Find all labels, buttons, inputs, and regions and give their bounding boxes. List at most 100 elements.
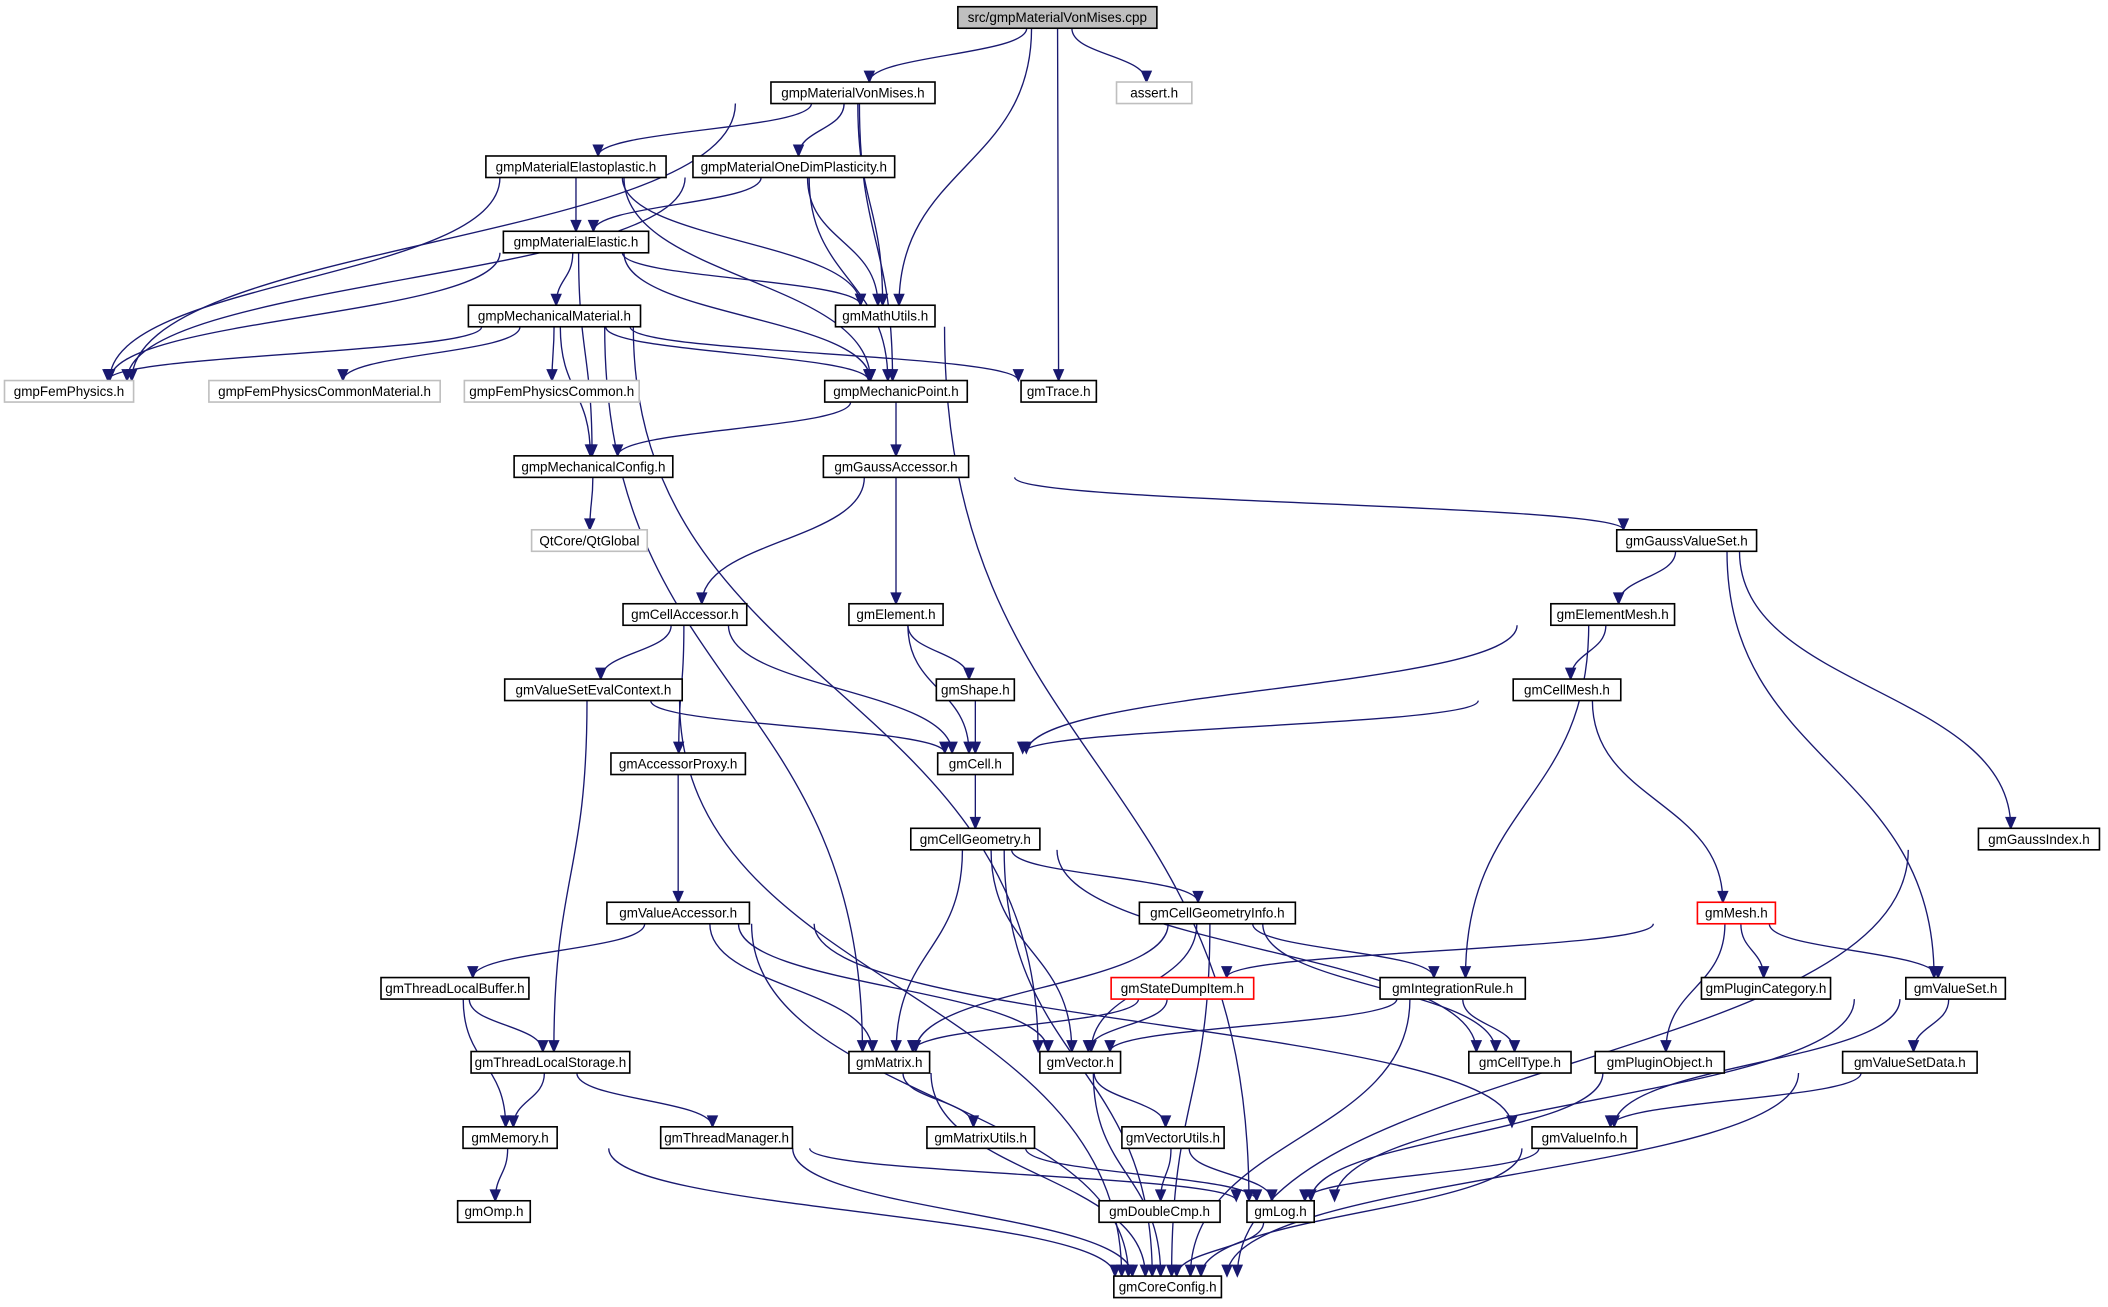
node-gmtrace-h[interactable]: gmTrace.h: [1020, 379, 1098, 403]
arrowhead-icon: [537, 1040, 549, 1054]
edge-gmpmechanicalmaterial-h-to-gmtrace-h: [629, 326, 1020, 381]
node-gmpmechanicalconfig-h[interactable]: gmpMechanicalConfig.h: [513, 455, 674, 479]
node-gmpmaterialonedimplasticity-h[interactable]: gmpMaterialOneDimPlasticity.h: [692, 155, 896, 179]
arrowhead-icon: [863, 70, 876, 84]
node-box: [456, 1199, 532, 1224]
arrowhead-icon: [1660, 1040, 1672, 1054]
edge-src-gmpmaterialvonmises-cpp-to-gmmathutils-h: [898, 28, 1033, 306]
arrowhead-icon: [890, 592, 902, 606]
node-gmvector-h[interactable]: gmVector.h: [1039, 1050, 1122, 1074]
node-gmpmechanicpoint-h[interactable]: gmpMechanicPoint.h: [823, 379, 969, 403]
node-gmpfemphysicscommonmaterial-h[interactable]: gmpFemPhysicsCommonMaterial.h: [208, 379, 441, 403]
node-gmpmaterialvonmises-h[interactable]: gmpMaterialVonMises.h: [770, 81, 936, 105]
node-gmgaussindex-h[interactable]: gmGaussIndex.h: [1977, 827, 2101, 851]
node-box: [470, 1050, 631, 1074]
edge-gmgaussvalueset-h-to-gmgaussindex-h: [1738, 551, 2012, 829]
node-box: [610, 752, 747, 776]
edge-gmgaussindex-h-to-gmcoreconfig-h: [1236, 849, 1909, 1277]
node-qtcore-qtglobal[interactable]: QtCore/QtGlobal: [530, 528, 649, 553]
node-gmcoreconfig-h[interactable]: gmCoreConfig.h: [1113, 1275, 1223, 1299]
edge-gmvaluesetevalcontext-h-to-gmcoreconfig-h: [678, 700, 1123, 1277]
node-label: gmShape.h: [941, 683, 1010, 698]
node-box: [467, 304, 642, 328]
node-gmintegrationrule-h[interactable]: gmIntegrationRule.h: [1379, 976, 1527, 1000]
edge-gmvalueinfo-h-to-gmcoreconfig-h: [1200, 1148, 1523, 1277]
node-gmelementmesh-h[interactable]: gmElementMesh.h: [1550, 602, 1676, 627]
node-gmpmaterialelastic-h[interactable]: gmpMaterialElastic.h: [502, 230, 650, 254]
arrowhead-icon: [939, 741, 951, 755]
node-gmomp-h[interactable]: gmOmp.h: [456, 1199, 532, 1224]
arrowhead-icon: [595, 667, 607, 681]
edge-gmvalueaccessor-h-to-gmvector-h: [737, 923, 1049, 1052]
node-gmvaluesetevalcontext-h[interactable]: gmValueSetEvalContext.h: [503, 678, 684, 702]
node-gmlog-h[interactable]: gmLog.h: [1246, 1199, 1315, 1224]
node-gmgaussvalueset-h[interactable]: gmGaussValueSet.h: [1615, 528, 1758, 553]
arrowhead-icon: [1220, 966, 1233, 980]
node-label: gmThreadLocalBuffer.h: [385, 981, 524, 996]
node-gmvalueset-h[interactable]: gmValueSet.h: [1905, 976, 2007, 1000]
node-gmdoublecmp-h[interactable]: gmDoubleCmp.h: [1098, 1199, 1221, 1224]
node-gmmesh-h[interactable]: gmMesh.h: [1696, 901, 1777, 925]
node-gmcell-h[interactable]: gmCell.h: [936, 752, 1014, 776]
arrowhead-icon: [706, 1115, 719, 1129]
node-gmpmechanicalmaterial-h[interactable]: gmpMechanicalMaterial.h: [467, 304, 642, 328]
node-label: gmCell.h: [949, 756, 1002, 771]
node-gmmatrixutils-h[interactable]: gmMatrixUtils.h: [926, 1126, 1036, 1150]
edge-gmpmaterialonedimplasticity-h-to-gmpfemphysics-h: [126, 177, 686, 381]
arrowhead-icon: [592, 144, 604, 158]
node-box: [1115, 81, 1193, 105]
node-gmaccessorproxy-h[interactable]: gmAccessorProxy.h: [610, 752, 747, 776]
arrowhead-icon: [1109, 1264, 1121, 1278]
node-label: gmValueSet.h: [1914, 981, 1997, 996]
node-gmmatrix-h[interactable]: gmMatrix.h: [848, 1050, 931, 1074]
edge-gmgaussaccessor-h-to-gmcellaccessor-h: [701, 477, 866, 604]
edge-gmpmaterialvonmises-h-to-gmpmaterialonedimplasticity-h: [797, 103, 845, 157]
node-gmcellmesh-h[interactable]: gmCellMesh.h: [1512, 678, 1622, 702]
node-gmvalueinfo-h[interactable]: gmValueInfo.h: [1531, 1126, 1638, 1150]
edge-gmthreadlocalbuffer-h-to-gmthreadlocalstorage-h: [468, 998, 544, 1052]
arrowhead-icon: [1104, 1040, 1116, 1054]
node-box: [1246, 1199, 1315, 1224]
node-gmstatedumpitem-h[interactable]: gmStateDumpItem.h: [1110, 976, 1255, 1000]
edge-gmcellaccessor-h-to-gmcell-h: [727, 625, 953, 754]
node-label: gmGaussValueSet.h: [1626, 533, 1748, 548]
node-gmthreadmanager-h[interactable]: gmThreadManager.h: [659, 1126, 794, 1150]
node-gmpfemphysicscommon-h[interactable]: gmpFemPhysicsCommon.h: [463, 379, 640, 403]
edge-gmthreadmanager-h-to-gmcoreconfig-h: [792, 1148, 1134, 1277]
node-gmplugincategory-h[interactable]: gmPluginCategory.h: [1700, 976, 1832, 1000]
node-gmpmaterialelastoplastic-h[interactable]: gmpMaterialElastoplastic.h: [485, 155, 667, 179]
node-gmcelltype-h[interactable]: gmCellType.h: [1468, 1050, 1572, 1074]
node-gmgaussaccessor-h[interactable]: gmGaussAccessor.h: [822, 455, 970, 479]
edge-gmpmechanicalmaterial-h-to-gmpmechanicpoint-h: [605, 326, 870, 381]
node-label: gmGaussAccessor.h: [834, 459, 957, 474]
node-gmthreadlocalstorage-h[interactable]: gmThreadLocalStorage.h: [470, 1050, 631, 1074]
node-gmmathutils-h[interactable]: gmMathUtils.h: [834, 304, 936, 328]
node-box: [823, 379, 969, 403]
node-gmcellaccessor-h[interactable]: gmCellAccessor.h: [622, 602, 748, 627]
node-gmvaluesetdata-h[interactable]: gmValueSetData.h: [1841, 1050, 1978, 1074]
arrowhead-icon: [963, 667, 975, 681]
node-gmshape-h[interactable]: gmShape.h: [935, 678, 1016, 702]
node-gmcellgeometry-h[interactable]: gmCellGeometry.h: [909, 827, 1041, 851]
edge-gmvaluesetevalcontext-h-to-gmcell-h: [650, 700, 946, 754]
node-gmcellgeometryinfo-h[interactable]: gmCellGeometryInfo.h: [1138, 901, 1297, 925]
edge-gmvalueaccessor-h-to-gmvalueinfo-h: [813, 923, 1513, 1127]
node-label: gmCellMesh.h: [1524, 683, 1610, 698]
edge-gmthreadlocalstorage-h-to-gmthreadmanager-h: [576, 1072, 714, 1127]
node-assert-h[interactable]: assert.h: [1115, 81, 1193, 105]
node-label: gmCellGeometryInfo.h: [1150, 906, 1284, 921]
node-gmpfemphysics-h[interactable]: gmpFemPhysics.h: [3, 379, 135, 403]
edge-gmintegrationrule-h-to-gmcelltype-h: [1462, 999, 1516, 1052]
node-gmpluginobject-h[interactable]: gmPluginObject.h: [1594, 1050, 1726, 1074]
arrowhead-icon: [969, 741, 982, 755]
node-gmthreadlocalbuffer-h[interactable]: gmThreadLocalBuffer.h: [380, 976, 530, 1000]
node-gmvectorutils-h[interactable]: gmVectorUtils.h: [1121, 1126, 1225, 1150]
node-src-gmpmaterialvonmises-cpp[interactable]: src/gmpMaterialVonMises.cpp: [957, 5, 1158, 30]
node-gmvalueaccessor-h[interactable]: gmValueAccessor.h: [606, 901, 751, 925]
node-box: [208, 379, 441, 403]
arrowhead-icon: [1907, 1040, 1920, 1054]
node-gmelement-h[interactable]: gmElement.h: [848, 602, 944, 627]
edge-gmpmaterialvonmises-h-to-gmmathutils-h: [857, 103, 884, 306]
node-gmmemory-h[interactable]: gmMemory.h: [462, 1126, 558, 1150]
node-box: [1138, 901, 1297, 925]
